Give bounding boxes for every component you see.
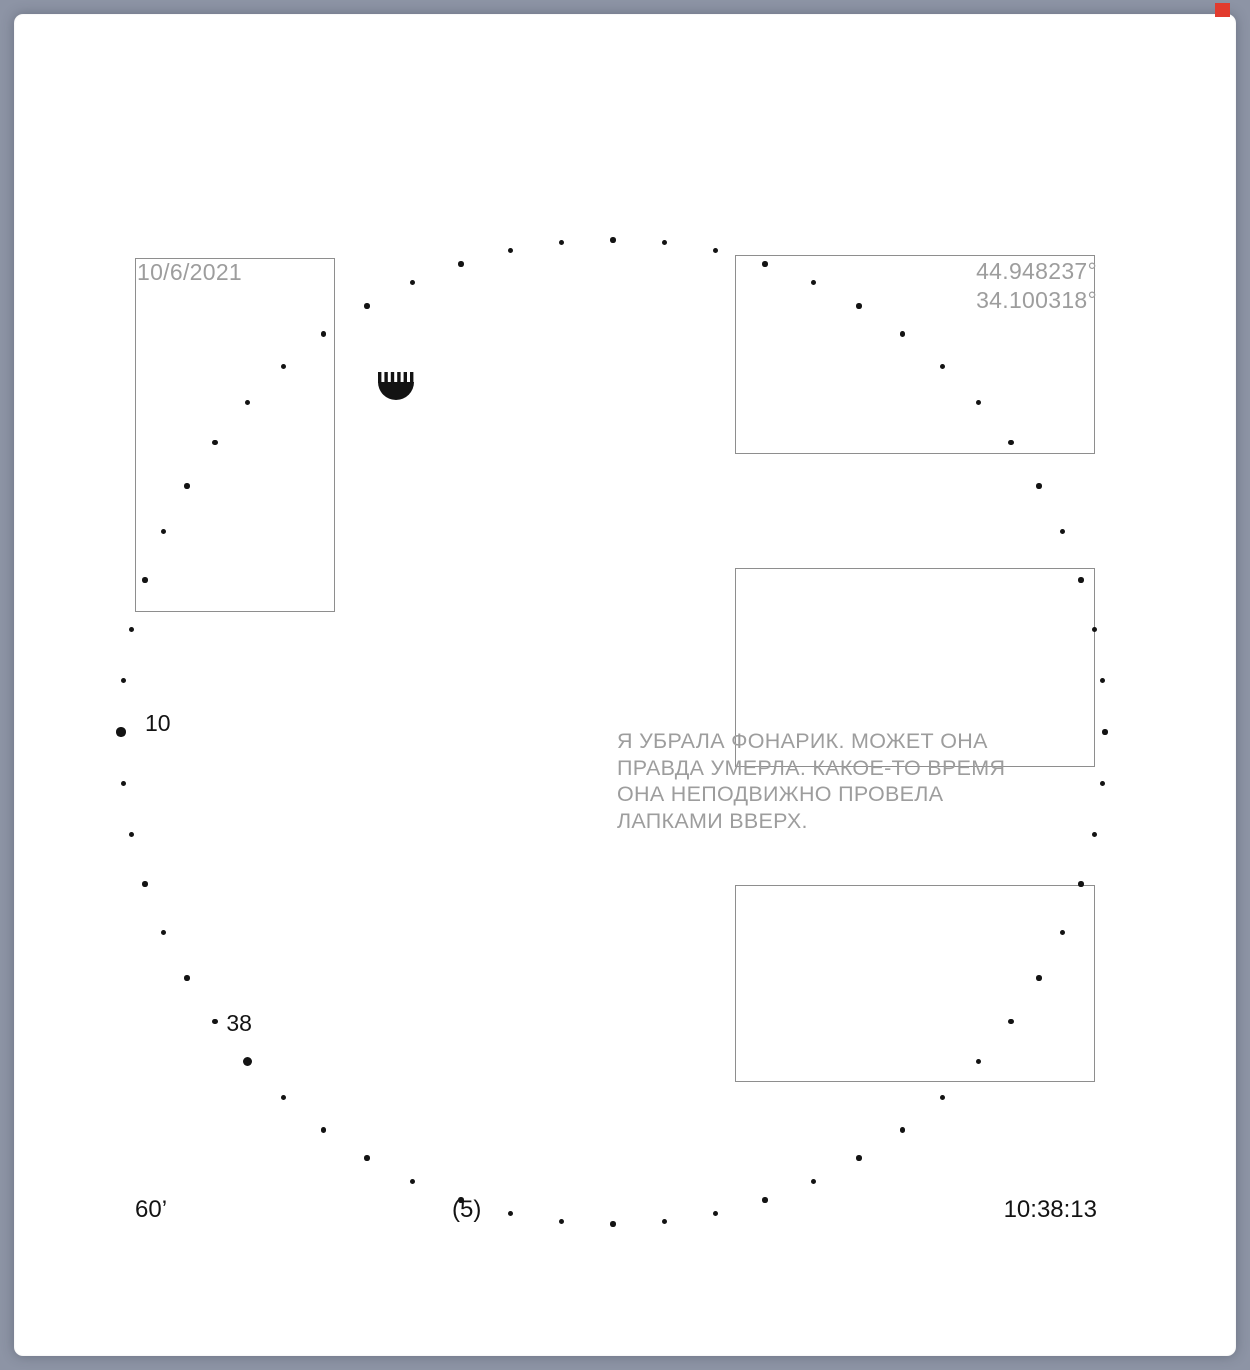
dial-dot — [281, 363, 287, 369]
dial-dot — [558, 1218, 565, 1224]
dot-label: 10 — [145, 710, 171, 736]
dial-dot — [899, 331, 905, 337]
duration-label: 60’ — [135, 1196, 168, 1223]
longitude-label: 34.100318° — [976, 287, 1097, 313]
caption-line: Я УБРАЛА ФОНАРИК. МОЖЕТ ОНА — [617, 729, 988, 753]
dial-dot — [458, 261, 464, 267]
dial-dot — [1059, 929, 1066, 935]
caption-line: ОНА НЕПОДВИЖНО ПРОВЕЛА — [617, 782, 944, 806]
dial-dot — [1091, 831, 1097, 837]
dot-dial: 38 10 — [14, 14, 1236, 1356]
dial-dot — [810, 1178, 816, 1185]
dial-dot — [129, 627, 135, 633]
empty-frame-top-left — [135, 258, 335, 612]
dial-dot — [184, 975, 190, 981]
page: 10/6/2021 44.948237° 34.100318° Я УБРАЛА… — [14, 14, 1236, 1356]
dial-dot — [1008, 440, 1014, 446]
dot-label: 38 — [226, 1010, 252, 1037]
dial-dot — [142, 881, 148, 887]
caption-line: ПРАВДА УМЕРЛА. КАКОЕ-ТО ВРЕМЯ — [617, 755, 1006, 780]
dial-dot — [364, 1155, 370, 1161]
dial-dot — [129, 831, 135, 837]
dial-dot — [1008, 1018, 1014, 1024]
marked-dot — [116, 727, 126, 737]
dial-dot — [1036, 483, 1042, 489]
caption-line: ЛАПКАМИ ВВЕРХ. — [617, 808, 808, 833]
dial-dot — [899, 1127, 905, 1133]
dial-dot — [810, 279, 816, 286]
dial-dot — [244, 400, 250, 406]
dial-dot — [856, 1155, 862, 1161]
dial-dot — [121, 780, 127, 786]
dial-dot — [1099, 677, 1105, 684]
dial-dot — [856, 303, 862, 309]
empty-frame-bottom-right — [735, 885, 1095, 1082]
latitude-label: 44.948237° — [976, 258, 1097, 284]
dial-dot — [1102, 729, 1108, 735]
dial-dot — [1078, 881, 1084, 887]
dial-dot — [458, 1197, 464, 1203]
red-corner-mark — [1215, 3, 1230, 17]
date-label: 10/6/2021 — [137, 259, 243, 285]
dial-dot — [321, 331, 327, 337]
dial-dot — [712, 1210, 718, 1216]
dial-dot — [184, 483, 190, 489]
dial-dot — [508, 1210, 514, 1216]
dial-dot — [610, 237, 616, 243]
marked-dot — [242, 1056, 252, 1066]
empty-frame-mid-right — [735, 568, 1095, 767]
dial-dot — [1059, 529, 1066, 535]
dial-dot — [661, 1218, 667, 1224]
dial-dot — [212, 440, 218, 446]
dial-dot — [976, 1058, 982, 1064]
dial-dot — [610, 1221, 616, 1227]
dial-dot — [1091, 627, 1097, 633]
dial-dot — [558, 240, 565, 246]
dial-dot — [939, 1095, 945, 1101]
dial-dot — [160, 929, 167, 935]
dial-dot — [762, 1197, 768, 1203]
dial-dot — [1078, 577, 1084, 583]
dial-dot — [762, 261, 768, 267]
dial-dot — [508, 248, 514, 254]
dial-dot — [321, 1127, 327, 1133]
dial-dot — [160, 529, 167, 535]
sequence-index-label: (5) — [452, 1196, 482, 1223]
dial-dot — [712, 248, 718, 254]
dial-dot — [121, 677, 127, 684]
caption: Я УБРАЛА ФОНАРИК. МОЖЕТ ОНА ПРАВДА УМЕРЛ… — [617, 728, 1005, 834]
dial-dot — [364, 303, 370, 309]
dial-dot — [142, 577, 148, 583]
dial-dot — [1099, 780, 1105, 786]
dial-dot — [410, 1178, 416, 1185]
coordinates: 44.948237° 34.100318° — [976, 257, 1097, 315]
empty-frame-top-right — [735, 255, 1095, 454]
dial-dot — [1036, 975, 1042, 981]
time-label: 10:38:13 — [1003, 1196, 1097, 1223]
dial-dot — [939, 363, 945, 369]
dial-dot — [976, 400, 982, 406]
dial-dot — [661, 240, 667, 246]
dial-dot — [410, 279, 416, 286]
dial-dot — [212, 1018, 218, 1024]
dial-dot — [281, 1095, 287, 1101]
comb-stamp-icon — [378, 372, 414, 400]
